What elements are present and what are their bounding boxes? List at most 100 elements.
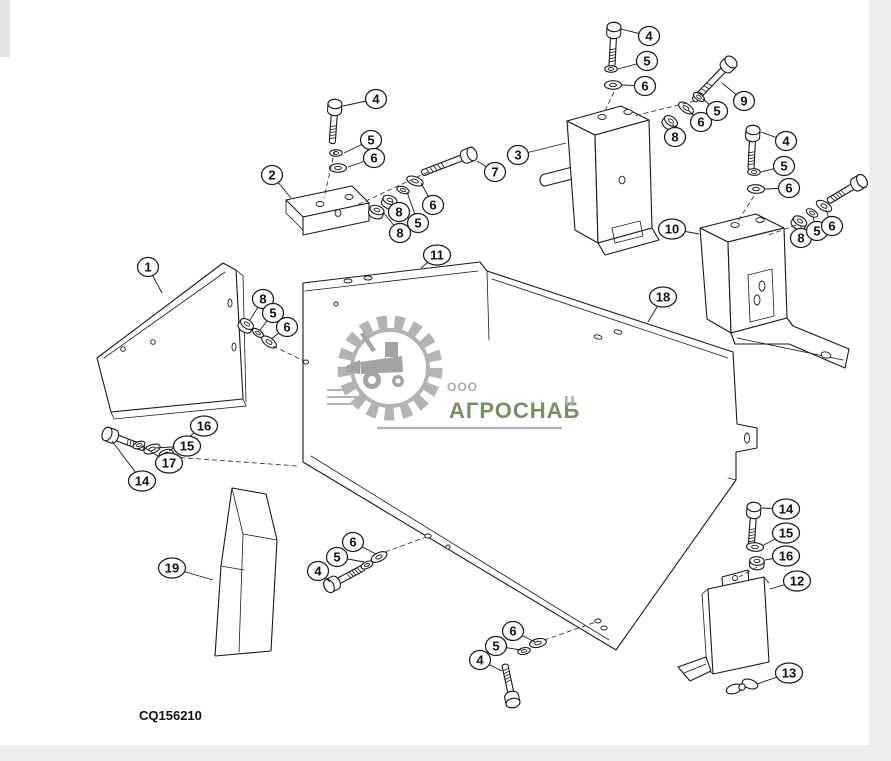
callout-label-5: 5 [333, 550, 340, 565]
callout-bubble-10 [657, 218, 687, 240]
callout-label-5: 5 [269, 306, 276, 321]
watermark-site-letter: u [564, 390, 575, 410]
callout-bubble-18 [648, 286, 678, 308]
part-19-deflector-panel [214, 487, 278, 657]
callout-bubble-19 [157, 557, 187, 579]
washer-5-6-bottom-center [516, 636, 548, 657]
page-margin-right [869, 0, 891, 761]
callout-label-10: 10 [665, 222, 679, 237]
callout-bubble-5 [261, 302, 285, 324]
callout-label-5: 5 [813, 224, 820, 239]
callout-bubble-5 [635, 50, 659, 72]
callout-label-15: 15 [779, 526, 793, 541]
callout-bubble-9 [732, 90, 756, 112]
callout-label-5: 5 [414, 216, 421, 231]
callout-label-14: 14 [779, 502, 794, 517]
part-code: CQ156210 [139, 708, 202, 723]
callout-bubble-16 [771, 545, 801, 567]
gear-icon [337, 315, 443, 421]
callout-label-13: 13 [782, 666, 796, 681]
callout-label-18: 18 [656, 290, 670, 305]
callout-label-8: 8 [671, 130, 678, 145]
callout-bubble-4 [774, 130, 798, 152]
bolt-4-right [743, 124, 761, 171]
part-10-support-bracket [699, 213, 850, 369]
callout-label-17: 17 [162, 456, 176, 471]
callout-label-4: 4 [314, 564, 322, 579]
callout-label-8: 8 [797, 231, 804, 246]
callout-bubble-16 [189, 415, 219, 437]
part-2-angle-bracket [285, 185, 370, 236]
callout-label-4: 4 [372, 92, 380, 107]
callout-label-5: 5 [643, 54, 650, 69]
callout-label-6: 6 [785, 181, 792, 196]
callout-label-6: 6 [429, 198, 436, 213]
part-11-18-side-panel [302, 261, 758, 651]
callout-bubble-13 [774, 662, 804, 684]
callout-bubble-5 [406, 212, 430, 234]
callout-label-8: 8 [259, 292, 266, 307]
page-margin-bottom [0, 745, 891, 761]
bolt-far-right [823, 172, 871, 208]
washer-5-6-right [746, 167, 766, 195]
callout-label-5: 5 [367, 133, 374, 148]
callout-label-4: 4 [476, 653, 484, 668]
callout-bubble-6 [275, 316, 299, 338]
callout-label-8: 8 [395, 205, 402, 220]
watermark: ООО АГРОСНАБ u [327, 315, 579, 430]
alignment-lines [171, 91, 797, 641]
callout-label-5: 5 [780, 159, 787, 174]
callout-label-6: 6 [509, 624, 516, 639]
callout-bubble-14 [771, 498, 801, 520]
callout-label-4: 4 [782, 134, 790, 149]
callout-label-6: 6 [641, 79, 648, 94]
callout-bubble-5 [772, 155, 796, 177]
callout-bubble-12 [782, 570, 812, 592]
callout-label-5: 5 [492, 639, 499, 654]
callout-label-4: 4 [645, 29, 653, 44]
callout-bubble-4 [364, 88, 388, 110]
callout-bubble-6 [633, 75, 657, 97]
callout-label-15: 15 [180, 439, 194, 454]
callout-label-16: 16 [197, 419, 211, 434]
callout-bubble-6 [341, 531, 365, 553]
callout-bubble-8 [387, 201, 411, 223]
callout-bubble-15 [771, 522, 801, 544]
washer-5-6-top-right [603, 65, 623, 90]
callout-label-5: 5 [713, 104, 720, 119]
callout-bubble-1 [136, 256, 160, 278]
callout-bubble-4 [306, 560, 330, 582]
callout-bubble-8 [388, 222, 412, 244]
bolt-4-bottom-center [497, 662, 522, 710]
watermark-prefix: ООО [447, 380, 478, 394]
bolt-7 [418, 145, 480, 181]
part-12-box-bracket [677, 569, 770, 682]
callout-label-9: 9 [740, 94, 747, 109]
callout-label-7: 7 [491, 165, 498, 180]
callout-bubble-4 [637, 25, 661, 47]
bolt-14-left [99, 425, 148, 456]
callout-label-19: 19 [165, 561, 179, 576]
callout-label-6: 6 [828, 219, 835, 234]
callout-bubble-5 [484, 635, 508, 657]
callout-bubble-14 [127, 470, 157, 492]
callout-bubble-3 [506, 144, 530, 166]
callout-label-2: 2 [268, 168, 275, 183]
callout-label-6: 6 [697, 115, 704, 130]
callout-bubble-5 [705, 100, 729, 122]
hardware-stack-right-low [745, 541, 766, 571]
part-3-support-bracket [539, 105, 660, 256]
callout-bubble-5 [325, 546, 349, 568]
callout-bubble-6 [362, 147, 386, 169]
callout-label-16: 16 [779, 549, 793, 564]
callout-label-11: 11 [430, 248, 444, 263]
callout-bubble-11 [422, 244, 452, 266]
callout-label-8: 8 [396, 226, 403, 241]
callout-bubble-15 [172, 435, 202, 457]
callout-bubble-4 [468, 649, 492, 671]
callout-label-6: 6 [349, 535, 356, 550]
callout-bubble-17 [154, 452, 184, 474]
